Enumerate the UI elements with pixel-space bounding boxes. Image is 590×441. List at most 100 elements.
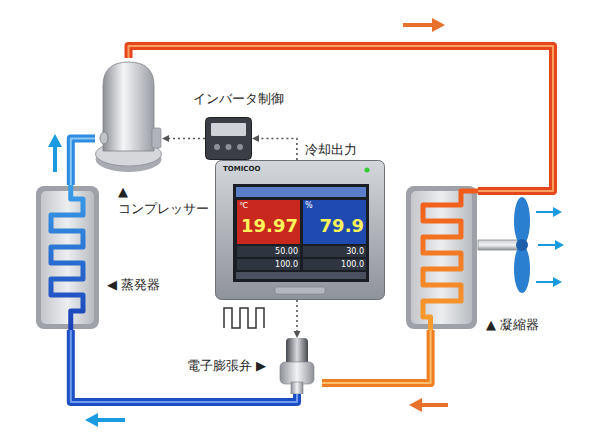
fan-symbol (478, 197, 530, 293)
air-arrow (536, 207, 564, 287)
valve-shape (272, 338, 322, 394)
evaporator-shape-part (36, 186, 99, 329)
value-display: 79.9 (320, 215, 364, 236)
refrigerant-pipe (322, 330, 431, 383)
part-label: インバータ制御 (193, 91, 284, 106)
dotted-line (258, 139, 297, 161)
edge-label-wrap: 冷却出力 (304, 142, 358, 158)
arrow-head (294, 331, 301, 338)
controller-shape-part (236, 272, 366, 279)
signal-line (162, 135, 205, 142)
inverter-shape-part (211, 123, 246, 136)
pulse-symbol (224, 308, 264, 328)
part-label: ▲ コンプレッサー (118, 184, 209, 216)
part-label: 電子膨張弁 ▶ (187, 358, 266, 373)
compressor-shape-part (152, 128, 161, 148)
controller-shape-part (365, 168, 370, 173)
refrigerant-pipe (71, 330, 297, 402)
part-label: ▲ 凝縮器 (486, 317, 539, 332)
controller-shape-part (236, 187, 366, 197)
flow-arrow-part (432, 18, 445, 32)
inverter-shape-part (226, 144, 232, 150)
inverter-shape (205, 117, 252, 160)
part-label-wrap: 電子膨張弁 ▶ (187, 358, 266, 374)
inverter-shape-part (206, 118, 252, 160)
setting-value-wrap: 100.0 (237, 260, 298, 269)
setting-value: 30.0 (346, 247, 364, 256)
pipe-highlight (71, 139, 95, 186)
part-label-wrap: ▲ 凝縮器 (486, 317, 539, 333)
controller-shape-part (233, 184, 369, 282)
dotted-line (168, 138, 205, 140)
dotted-line (296, 300, 298, 332)
setting-value: 100.0 (275, 260, 298, 269)
brand-text: TOMICOO (223, 165, 260, 173)
arrow-head (162, 135, 169, 142)
pipe-line (71, 139, 95, 186)
setting-value: 100.0 (341, 260, 364, 269)
unit-text-wrap: ℃ (239, 201, 248, 211)
pipe-line (322, 330, 431, 383)
setting-value-wrap: 100.0 (303, 260, 364, 269)
air-arrow-part (536, 211, 554, 213)
setting-value-wrap: 30.0 (303, 247, 364, 256)
condenser: ▲ 凝縮器 (405, 185, 478, 330)
flow-arrow (85, 413, 125, 427)
air-arrow-part (536, 281, 554, 283)
compressor-shape-part (100, 132, 108, 144)
value-display-wrap: 19.97 (237, 216, 298, 236)
compressor-shape (95, 58, 162, 173)
inverter-box: インバータ制御 (205, 117, 252, 160)
air-arrow-part (553, 277, 562, 287)
part-label-wrap: インバータ制御 (193, 91, 284, 107)
pipe-highlight (71, 330, 297, 402)
flow-arrow-part (409, 398, 422, 412)
flow-arrow (409, 398, 448, 412)
evaporator: ◀ 蒸発器 (35, 185, 100, 330)
controller-shape-part (303, 246, 366, 257)
unit-text-wrap: % (305, 201, 313, 211)
flow-arrow (403, 18, 445, 32)
controller-shape-part (303, 200, 366, 244)
controller-shape-part (237, 259, 300, 270)
part-label-wrap: ▲ コンプレッサー (118, 183, 222, 217)
air-arrow-part (553, 207, 562, 217)
flow-arrow-part (48, 134, 62, 147)
compressor: ▲ コンプレッサー (95, 58, 162, 173)
flow-arrow-part (421, 403, 448, 407)
fan-symbol-part (514, 245, 530, 293)
pulse-symbol-part (224, 308, 264, 328)
inverter-shape-part (237, 144, 243, 150)
valve-shape-part (291, 382, 303, 394)
value-display-wrap: 79.9 (303, 216, 364, 236)
refrigerant-pipe (71, 139, 95, 186)
condenser-shape-part (423, 191, 478, 330)
evaporator-shape (35, 185, 100, 330)
part-label-wrap: ◀ 蒸発器 (107, 277, 160, 293)
brand-text-wrap: TOMICOO (223, 165, 260, 174)
condenser-shape-part (406, 186, 477, 329)
unit-text: ℃ (239, 201, 248, 210)
expansion-valve: 電子膨張弁 ▶ (272, 338, 322, 394)
controller: TOMICOO℃19.9750.00100.0%79.930.0100.0 (215, 160, 385, 300)
pipe-highlight (322, 330, 431, 383)
flow-arrow-part (85, 413, 98, 427)
edge-label: 冷却出力 (305, 142, 357, 157)
signal-line (294, 300, 301, 338)
flow-arrow-part (97, 418, 125, 422)
air-arrow-part (538, 244, 556, 246)
compressor-shape-part (103, 62, 154, 151)
part-label: ◀ 蒸発器 (107, 277, 160, 292)
controller-shape-part (237, 200, 300, 244)
valve-shape-part (280, 362, 314, 384)
controller-shape-part (275, 287, 325, 294)
controller-shape-part (216, 161, 385, 300)
controller-shape-part (303, 259, 366, 270)
condenser-shape (405, 185, 478, 330)
evaporator-shape-part (51, 185, 83, 330)
flow-arrow-part (403, 23, 433, 27)
fan-symbol-part (516, 239, 528, 251)
flow-arrow-part (53, 146, 57, 172)
